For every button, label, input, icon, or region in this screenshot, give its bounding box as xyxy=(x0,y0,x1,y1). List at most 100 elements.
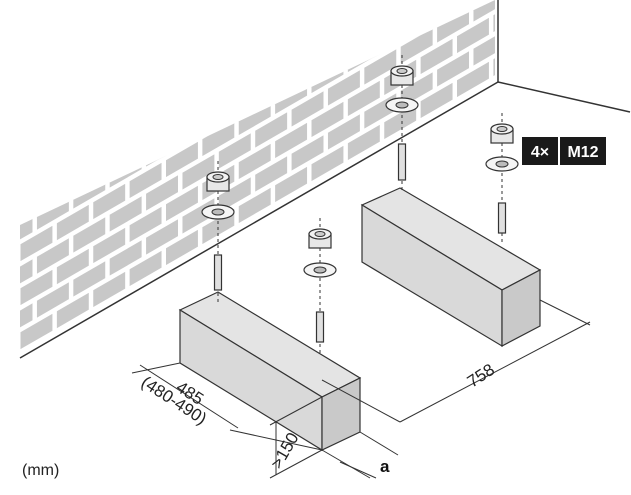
brick xyxy=(128,0,163,24)
washer-hole xyxy=(495,160,509,168)
brick xyxy=(0,26,17,63)
brick xyxy=(290,133,325,173)
brick xyxy=(237,0,272,5)
brick xyxy=(274,33,309,72)
brick xyxy=(108,0,143,14)
brick xyxy=(254,110,289,150)
nut-hole xyxy=(314,231,326,237)
brick xyxy=(181,20,216,60)
brick xyxy=(20,0,34,33)
brick xyxy=(108,106,143,146)
nut-hole xyxy=(496,126,508,132)
brick xyxy=(72,83,107,123)
brick xyxy=(456,16,490,55)
brick xyxy=(509,0,542,1)
brick xyxy=(20,48,54,87)
brick xyxy=(72,127,107,167)
brick xyxy=(436,49,471,89)
brick xyxy=(217,131,252,171)
brick xyxy=(237,142,272,181)
brick xyxy=(145,41,179,81)
brick xyxy=(181,0,216,16)
threaded-rod xyxy=(213,254,223,291)
brick xyxy=(326,112,361,152)
brick xyxy=(0,290,17,327)
washer-hole xyxy=(395,101,409,109)
brick xyxy=(128,249,163,288)
brick xyxy=(72,39,107,79)
washer-hole xyxy=(313,266,327,274)
brick xyxy=(274,0,309,28)
washer-hole xyxy=(211,208,225,216)
brick xyxy=(254,66,289,106)
brick xyxy=(92,50,127,89)
brick xyxy=(310,100,345,139)
brick xyxy=(0,334,17,371)
brick xyxy=(20,257,34,297)
brick xyxy=(35,280,70,320)
brick xyxy=(274,165,309,204)
brick xyxy=(20,81,34,121)
brick xyxy=(419,37,454,76)
brick xyxy=(72,215,107,255)
wall-outline xyxy=(19,0,631,359)
brick xyxy=(0,246,17,283)
brick xyxy=(346,79,381,118)
brick xyxy=(92,182,127,221)
threaded-rod xyxy=(315,311,325,343)
right-concrete-block xyxy=(360,187,542,348)
brick xyxy=(35,60,70,100)
brick xyxy=(145,217,179,257)
offset-label: a xyxy=(380,457,390,476)
brick xyxy=(237,186,272,225)
brick xyxy=(92,226,127,265)
unit-label: (mm) xyxy=(22,462,60,479)
brick xyxy=(108,238,143,278)
brick xyxy=(165,52,199,91)
brick xyxy=(181,64,216,104)
brick xyxy=(346,0,381,30)
brick xyxy=(20,37,34,77)
brick xyxy=(383,0,418,9)
brick xyxy=(310,144,345,183)
brick xyxy=(274,121,309,160)
brick xyxy=(346,123,381,162)
brick xyxy=(0,70,17,107)
brick xyxy=(326,24,361,64)
brick xyxy=(55,27,90,66)
brick xyxy=(55,159,90,198)
brick xyxy=(72,259,107,299)
brick xyxy=(509,8,542,45)
brick xyxy=(72,0,107,35)
quantity-label: 4× xyxy=(531,144,549,161)
brick xyxy=(20,4,54,43)
brick xyxy=(55,0,90,22)
brick xyxy=(326,0,361,20)
bolt-front-right xyxy=(485,113,519,245)
brick xyxy=(55,115,90,154)
brick xyxy=(55,71,90,110)
brick xyxy=(181,152,216,192)
brick xyxy=(128,117,163,156)
brick xyxy=(128,73,163,112)
brick xyxy=(546,0,579,24)
brick xyxy=(472,28,495,68)
brick xyxy=(582,0,615,3)
brick xyxy=(35,104,70,144)
brick xyxy=(20,169,34,209)
brick xyxy=(35,148,70,188)
brick xyxy=(92,138,127,177)
brick xyxy=(254,22,289,62)
brick xyxy=(145,0,179,37)
brick xyxy=(165,8,199,47)
brick xyxy=(55,203,90,242)
bolt-assemblies xyxy=(201,55,519,354)
brick xyxy=(201,0,236,26)
brick xyxy=(20,312,54,351)
brick xyxy=(201,75,236,114)
brick xyxy=(165,0,199,3)
brick xyxy=(363,47,398,87)
threaded-rod xyxy=(397,143,407,181)
brick xyxy=(92,270,127,309)
length-label: 758 xyxy=(464,360,498,391)
